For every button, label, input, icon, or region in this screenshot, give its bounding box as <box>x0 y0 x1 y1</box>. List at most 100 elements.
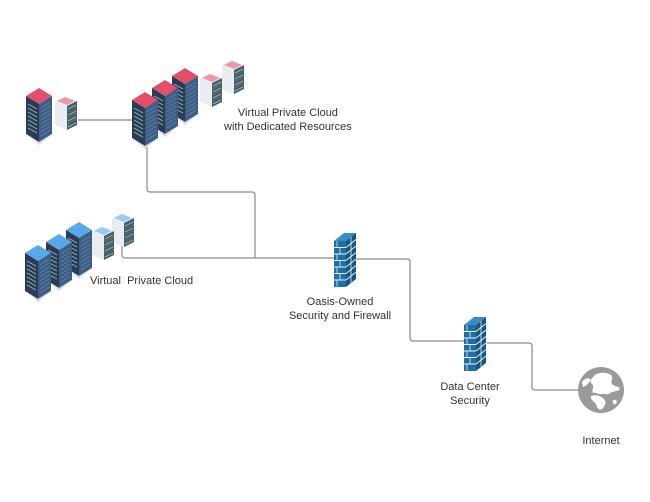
rack-vent <box>40 129 51 137</box>
label-vpc-dedicated: Virtual Private Cloud with Dedicated Res… <box>224 106 352 134</box>
rack-slot <box>27 111 38 118</box>
rack-vent <box>80 255 91 263</box>
rack-vent <box>146 129 157 137</box>
unit-led <box>104 240 114 246</box>
unit-side <box>67 119 77 130</box>
rack-vent <box>146 125 157 133</box>
unit-front <box>92 231 104 242</box>
rack-vent <box>60 263 71 271</box>
rack-vent <box>39 270 50 278</box>
rack-vent <box>166 113 177 121</box>
server-unit-stack-icon <box>112 213 134 247</box>
connector-vpc-to-oasis-firewall <box>121 246 334 259</box>
rack-vent <box>40 117 51 125</box>
unit-top-accent <box>94 227 112 235</box>
unit-led <box>67 116 77 122</box>
firewall-icon <box>464 317 487 371</box>
rack-vent <box>186 81 197 89</box>
unit-side <box>212 96 222 107</box>
rack-slot <box>26 260 37 267</box>
firewall-icon <box>334 233 357 287</box>
rack-vent <box>40 101 51 109</box>
rack-vent <box>166 101 177 109</box>
rack-slot <box>133 107 144 114</box>
firewall-top <box>464 317 486 325</box>
connector-oasis-firewall-to-dc-security <box>356 258 464 342</box>
rack-vent <box>60 267 71 275</box>
rack-front <box>26 96 39 142</box>
unit-led <box>212 87 222 93</box>
rack-slot <box>27 107 38 114</box>
unit-side <box>104 231 114 242</box>
node-vpc-dedicated <box>132 60 244 149</box>
rack-vent <box>60 259 71 267</box>
unit-top-accent <box>202 74 220 82</box>
rack-side <box>38 253 51 299</box>
rack-vent <box>80 259 91 267</box>
rack-vent <box>166 105 177 113</box>
rack-vent <box>40 121 51 129</box>
rack-slot <box>133 111 144 118</box>
unit-side <box>124 236 134 247</box>
rack-slot <box>27 103 38 110</box>
unit-side <box>67 101 77 112</box>
node-vpc-dedicated-standalone <box>26 88 77 145</box>
server-unit-stack-icon <box>55 96 77 130</box>
rack-slot <box>26 272 37 279</box>
label-line: Internet <box>582 435 620 447</box>
rack-vent <box>146 121 157 129</box>
rack-slot <box>133 123 144 130</box>
rack-vent <box>80 251 91 259</box>
rack-base <box>172 114 198 125</box>
rack-base <box>66 268 92 279</box>
rack-vent <box>80 243 91 251</box>
rack-vent <box>186 105 197 113</box>
rack-slot <box>133 115 144 122</box>
label-dc-security: Data Center Security <box>425 380 515 408</box>
rack-vent <box>80 247 91 255</box>
label-line: Virtual Private Cloud <box>237 107 338 119</box>
rack-vent <box>80 235 91 243</box>
rack-side <box>59 242 72 288</box>
rack-side <box>79 230 92 276</box>
label-line: Oasis-Owned <box>306 296 374 308</box>
server-unit-stack-icon <box>200 73 222 107</box>
unit-side <box>234 65 244 76</box>
rack-base <box>25 291 51 302</box>
unit-side <box>104 237 114 248</box>
rack-vent <box>39 278 50 286</box>
rack-vent <box>39 282 50 290</box>
unit-front <box>222 77 234 88</box>
rack-vent <box>39 258 50 266</box>
server-rack-icon <box>132 92 158 149</box>
rack-slot <box>27 115 38 122</box>
unit-led <box>124 239 134 245</box>
rack-vent <box>146 133 157 141</box>
unit-front <box>55 113 67 124</box>
server-unit-stack-icon <box>92 226 114 260</box>
rack-base <box>46 280 72 291</box>
unit-front <box>55 101 67 112</box>
unit-side <box>124 218 134 229</box>
unit-side <box>212 90 222 101</box>
unit-side <box>104 243 114 254</box>
rack-vent <box>80 239 91 247</box>
unit-front <box>222 71 234 82</box>
server-unit-stack-icon <box>222 60 244 94</box>
unit-front <box>55 107 67 118</box>
label-line: Virtual Private Cloud <box>90 275 194 287</box>
rack-slot <box>173 83 184 90</box>
unit-side <box>67 113 77 124</box>
connector-dc-security-to-internet <box>487 342 579 391</box>
label-internet: Internet <box>571 434 631 448</box>
rack-slot <box>26 280 37 287</box>
unit-front <box>200 90 212 101</box>
rack-vent <box>186 97 197 105</box>
label-line: with Dedicated Resources <box>224 121 352 133</box>
unit-led <box>67 110 77 116</box>
unit-front <box>200 78 212 89</box>
island-madagascar <box>612 399 617 405</box>
rack-vent <box>39 266 50 274</box>
rack-front <box>25 253 38 299</box>
